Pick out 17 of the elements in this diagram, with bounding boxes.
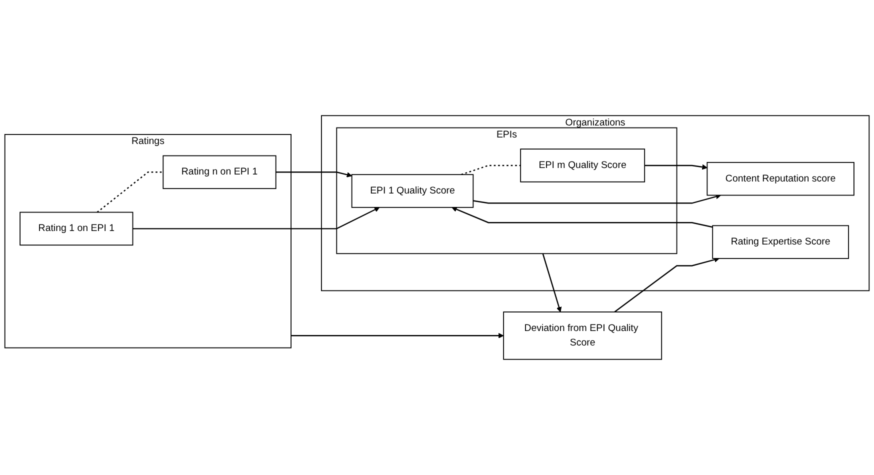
arrow	[473, 194, 722, 204]
arrow	[542, 253, 562, 312]
node-box: EPI m Quality Score	[520, 148, 646, 182]
arrow	[452, 206, 713, 228]
arrow	[276, 172, 352, 178]
node-box: EPI 1 Quality Score	[351, 174, 474, 208]
arrow	[291, 333, 504, 338]
connector	[96, 172, 164, 213]
arrow	[614, 257, 720, 312]
arrow	[644, 164, 708, 170]
node-box: Rating Expertise Score	[712, 225, 849, 259]
arrow	[132, 207, 380, 230]
node-box: Content Reputation score	[706, 162, 854, 196]
node-box: Rating n on EPI 1	[162, 155, 276, 190]
connector	[461, 164, 521, 176]
node-box: Rating 1 on EPI 1	[20, 212, 134, 246]
node-box: Deviation from EPI Quality Score	[503, 312, 662, 360]
